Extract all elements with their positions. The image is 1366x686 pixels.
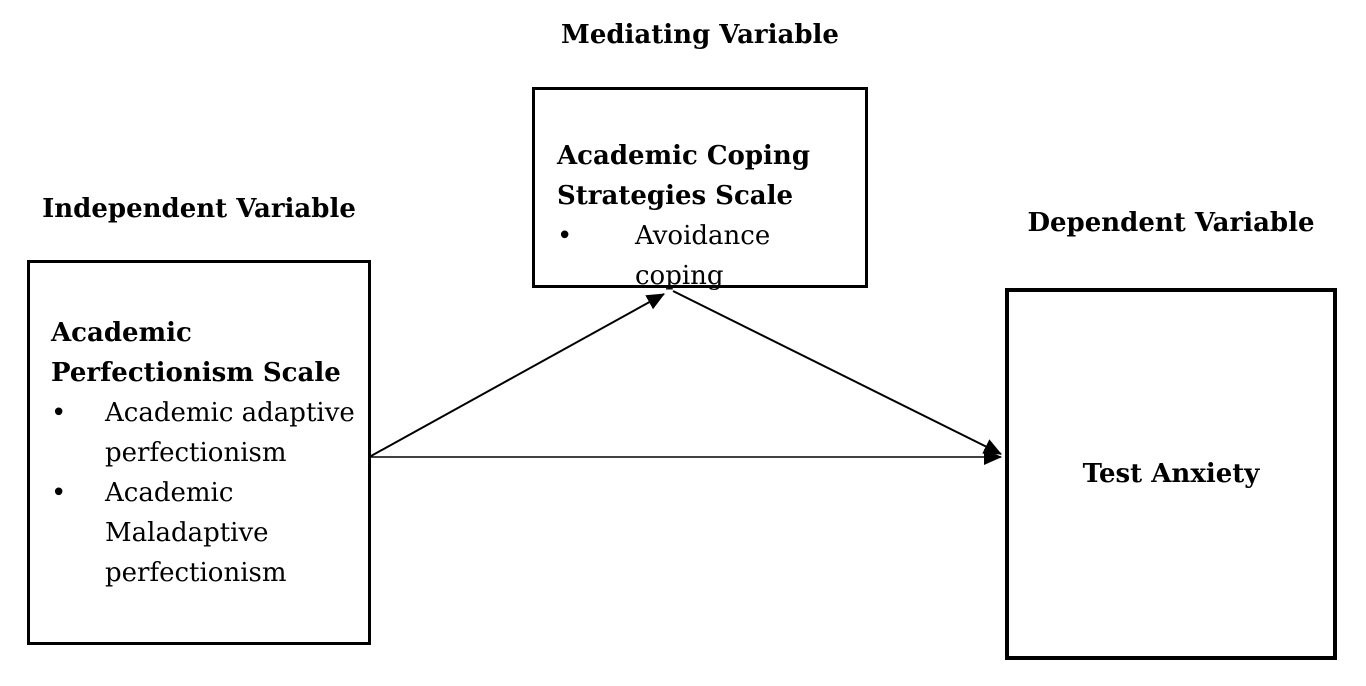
bullet-icon: • <box>51 398 67 428</box>
bullet-icon: • <box>557 221 573 251</box>
mediating-box-heading: Academic Coping Strategies Scale <box>557 141 811 211</box>
mediating-variable-title: Mediating Variable <box>561 20 839 50</box>
list-item: • Academic adaptive perfectionism <box>51 393 362 473</box>
arrow-mediator-to-dv <box>672 290 1002 455</box>
dependent-box-heading: Test Anxiety <box>1082 459 1260 489</box>
independent-bullet-adaptive: Academic adaptive perfectionism <box>105 398 355 468</box>
bullet-icon: • <box>51 478 67 508</box>
mediating-bullet-avoidance: Avoidance coping <box>635 221 771 291</box>
mediating-variable-box: Academic Coping Strategies Scale • Avoid… <box>532 87 868 291</box>
independent-box-heading: Academic Perfectionism Scale <box>51 318 341 388</box>
independent-bullet-maladaptive: Academic Maladaptive perfectionism <box>105 478 287 588</box>
list-item: • Avoidance coping <box>557 216 861 296</box>
independent-variable-box: Academic Perfectionism Scale • Academic … <box>27 260 371 645</box>
independent-variable-title: Independent Variable <box>42 194 356 224</box>
arrow-iv-to-mediator <box>370 293 665 457</box>
list-item: • Academic Maladaptive perfectionism <box>51 473 362 593</box>
dependent-variable-box: Test Anxiety <box>1005 288 1337 660</box>
dependent-variable-title: Dependent Variable <box>1027 208 1315 238</box>
